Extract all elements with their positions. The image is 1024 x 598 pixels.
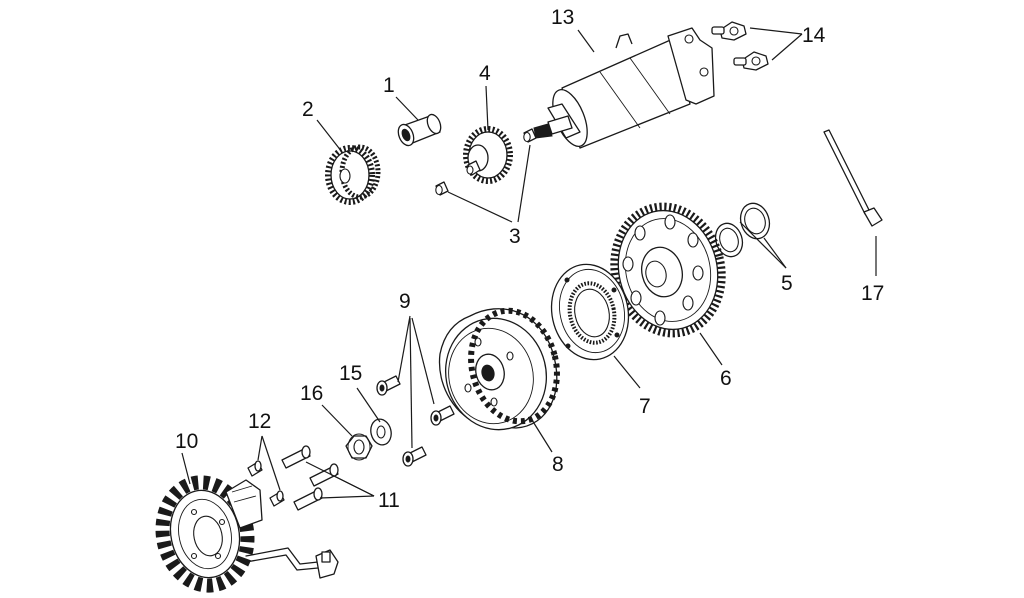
callout-4: 4	[479, 62, 491, 85]
callout-10: 10	[175, 430, 198, 453]
reduction-gear	[463, 126, 513, 184]
one-way-clutch	[550, 263, 630, 361]
dowel-pin-lower	[435, 181, 449, 196]
socket-bolt-9-c	[402, 446, 427, 467]
callout-6: 6	[720, 367, 732, 390]
stator-assembly	[155, 475, 339, 593]
pickup-screw-12-a	[247, 460, 263, 477]
pickup-screw-12-b	[269, 490, 285, 507]
callout-11: 11	[378, 489, 400, 512]
callout-3: 3	[509, 225, 521, 248]
callout-16: 16	[300, 382, 323, 405]
flywheel-rotor	[438, 307, 560, 431]
callout-2: 2	[302, 98, 314, 121]
bolt-14-lower	[733, 51, 769, 71]
starter-driven-gear	[610, 202, 726, 338]
socket-bolt-9-b	[430, 405, 455, 426]
callout-1: 1	[383, 74, 395, 97]
spacer-sleeve	[397, 113, 442, 147]
callout-15: 15	[339, 362, 362, 385]
flywheel-nut	[345, 433, 373, 461]
leader-lines	[181, 27, 877, 499]
callout-9: 9	[399, 290, 411, 313]
bolt-14-upper	[711, 21, 747, 41]
cable-tie	[823, 129, 883, 227]
callout-13: 13	[551, 6, 574, 29]
socket-bolt-9-a	[376, 375, 401, 396]
callout-8: 8	[552, 453, 564, 476]
callout-labels: 1 2 3 4 5 6 7 8 9 10 11 12 13 14 15 16 1…	[175, 6, 884, 512]
washer-5-left	[714, 222, 744, 258]
stator-bolt-11-a	[281, 445, 311, 469]
pickup-coil	[225, 479, 263, 529]
stator-bolt-11-b	[309, 463, 339, 487]
dowel-pin-upper	[523, 128, 537, 143]
stator-bolt-11-c	[293, 487, 323, 511]
starter-motor	[533, 27, 715, 149]
flywheel-washer	[370, 418, 392, 446]
idle-gear-small	[325, 144, 381, 205]
callout-7: 7	[639, 395, 651, 418]
stator-wire-harness	[245, 547, 339, 579]
callout-14: 14	[802, 24, 826, 47]
callout-12: 12	[248, 410, 271, 433]
callout-17: 17	[861, 282, 884, 305]
callout-5: 5	[781, 272, 793, 295]
